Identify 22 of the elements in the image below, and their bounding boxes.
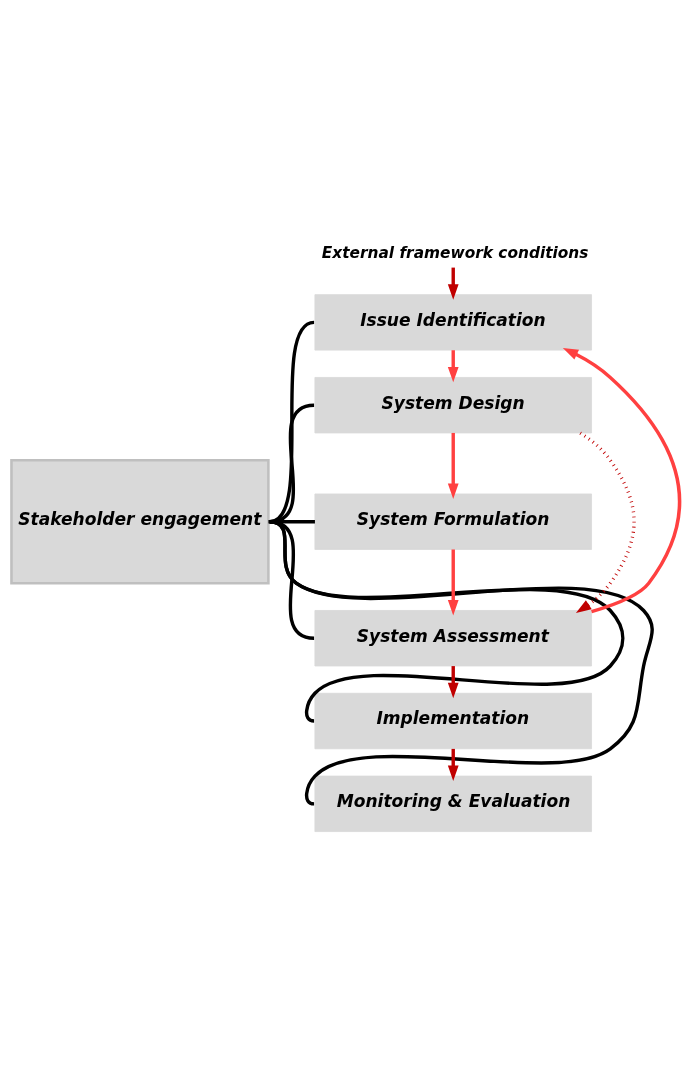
arrow [575,431,636,613]
connector [268,519,315,523]
node-box: Implementation [314,692,592,749]
node-box: System Design [314,376,592,433]
connector [269,519,315,640]
connector [269,519,625,722]
arrow [447,748,459,781]
arrow [562,347,681,613]
node-box: Stakeholder engagement [10,458,270,584]
arrow [447,549,459,615]
arrow [447,267,459,300]
connector [269,519,654,805]
node-box: Monitoring & Evaluation [314,775,592,832]
connector [269,403,315,523]
arrow [447,665,459,698]
node-box: Issue Identification [314,293,592,351]
connector [269,320,315,523]
node-box: System Assessment [314,609,592,666]
arrow [447,349,459,382]
node-text: External framework conditions [321,243,589,262]
node-box: System Formulation [314,493,592,550]
arrow [447,432,459,499]
